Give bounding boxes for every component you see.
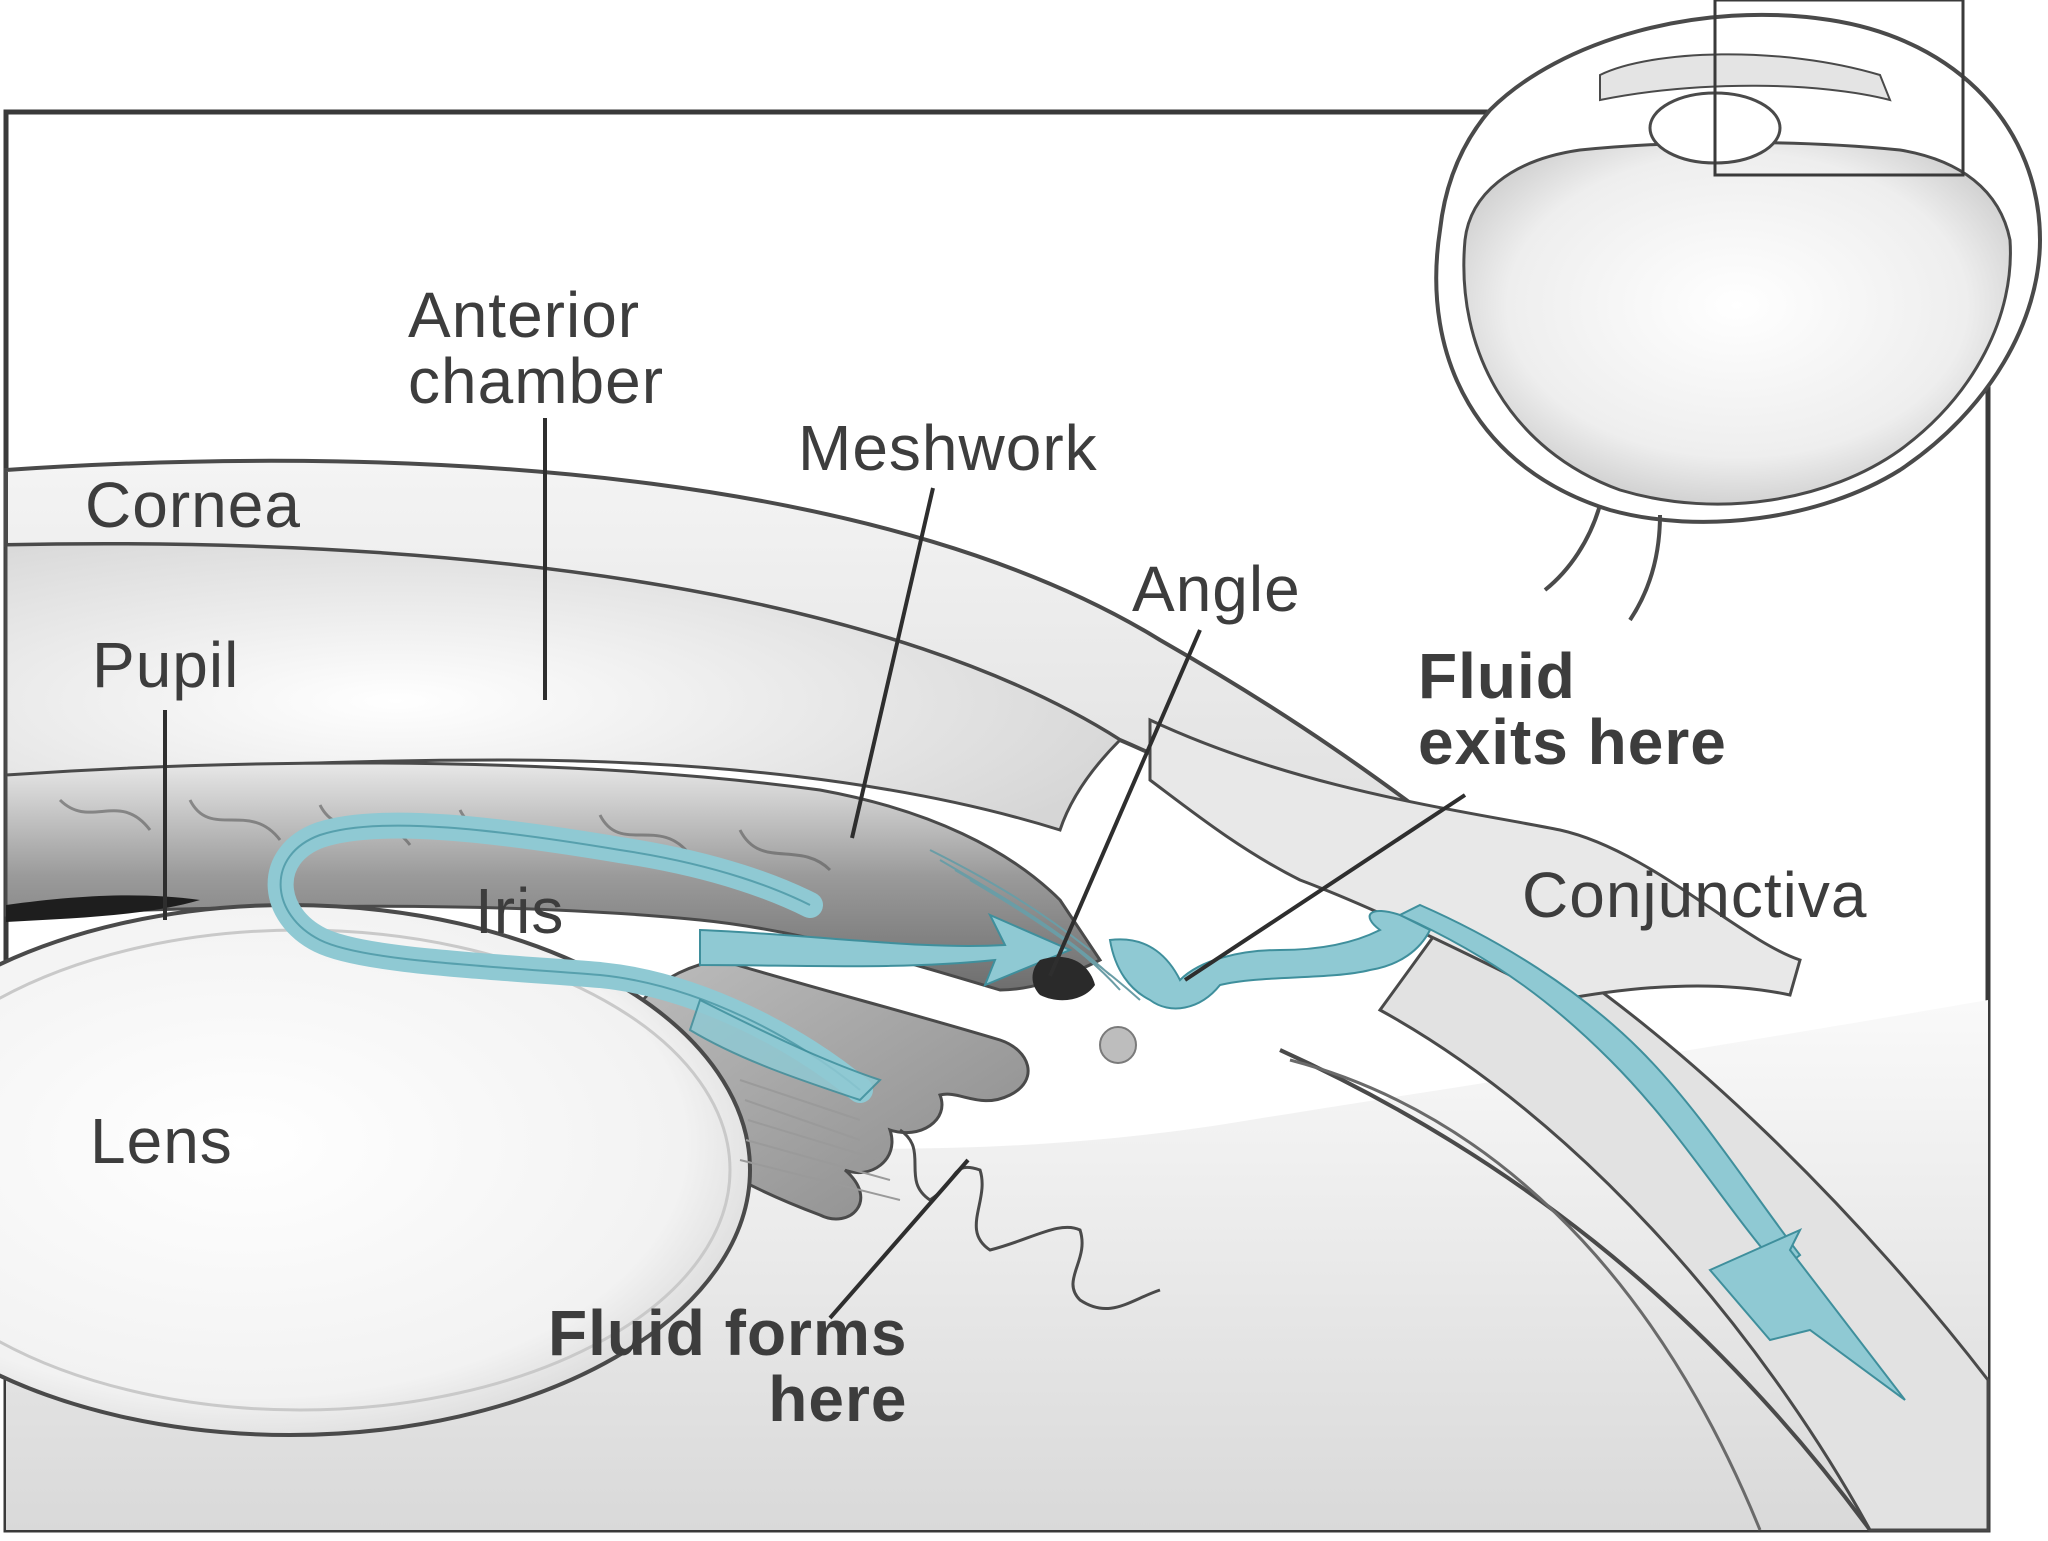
inset-eye-cornea — [1599, 53, 1892, 102]
label-conjunctiva: Conjunctiva — [1522, 859, 1868, 931]
sclera-outer-line — [1279, 1048, 1872, 1532]
meshwork-fibers — [929, 849, 1141, 1001]
label-meshwork: Meshwork — [798, 412, 1098, 484]
leader-lines — [163, 418, 1467, 1320]
sclera-band — [1377, 898, 1990, 1532]
sclera-inner-line — [1289, 1058, 1762, 1531]
leader-angle — [1048, 629, 1202, 977]
label-fluid-forms: Fluid forms here — [548, 1300, 907, 1432]
label-anterior-line1: Anterior — [408, 279, 641, 351]
ciliary-wavy-edge — [899, 1128, 1161, 1311]
fluid-return-loop-edge — [279, 824, 861, 1091]
label-anterior-line2: chamber — [408, 345, 664, 417]
angle-pocket — [1032, 956, 1095, 1001]
leader-fluid-forms — [828, 1158, 970, 1320]
label-pupil: Pupil — [92, 629, 240, 701]
label-fluid-forms-line2: here — [768, 1363, 908, 1435]
zonule-fibers — [739, 1079, 901, 1201]
conjunctiva-shape — [1148, 717, 1802, 1002]
inset-eye-inner-globe — [1462, 141, 2012, 506]
label-fluid-exits-line2: exits here — [1418, 706, 1727, 778]
label-lens: Lens — [90, 1105, 233, 1177]
pupil-edge — [6, 895, 200, 922]
label-angle: Angle — [1132, 553, 1301, 625]
leader-meshwork — [850, 487, 935, 839]
fluid-drain-stream — [1397, 903, 1802, 1272]
label-fluid-forms-line1: Fluid forms — [548, 1297, 908, 1369]
label-cornea: Cornea — [85, 469, 301, 541]
small-sphere — [1099, 1026, 1137, 1064]
label-fluid-exits: Fluid exits here — [1418, 643, 1727, 775]
fluid-lower-stream — [688, 998, 882, 1102]
fluid-arrow-to-angle — [699, 912, 1073, 987]
label-iris: Iris — [475, 875, 565, 947]
fluid-drain-arrowhead — [1708, 1227, 1906, 1401]
label-fluid-exits-line1: Fluid — [1418, 640, 1576, 712]
leader-fluid-exits — [1183, 793, 1467, 982]
inset-eye-zoom-box — [1713, 0, 1965, 177]
inset-eye-optic-nerve — [1543, 504, 1662, 622]
label-anterior-chamber: Anterior chamber — [408, 282, 664, 414]
inset-eye — [1434, 0, 2043, 622]
